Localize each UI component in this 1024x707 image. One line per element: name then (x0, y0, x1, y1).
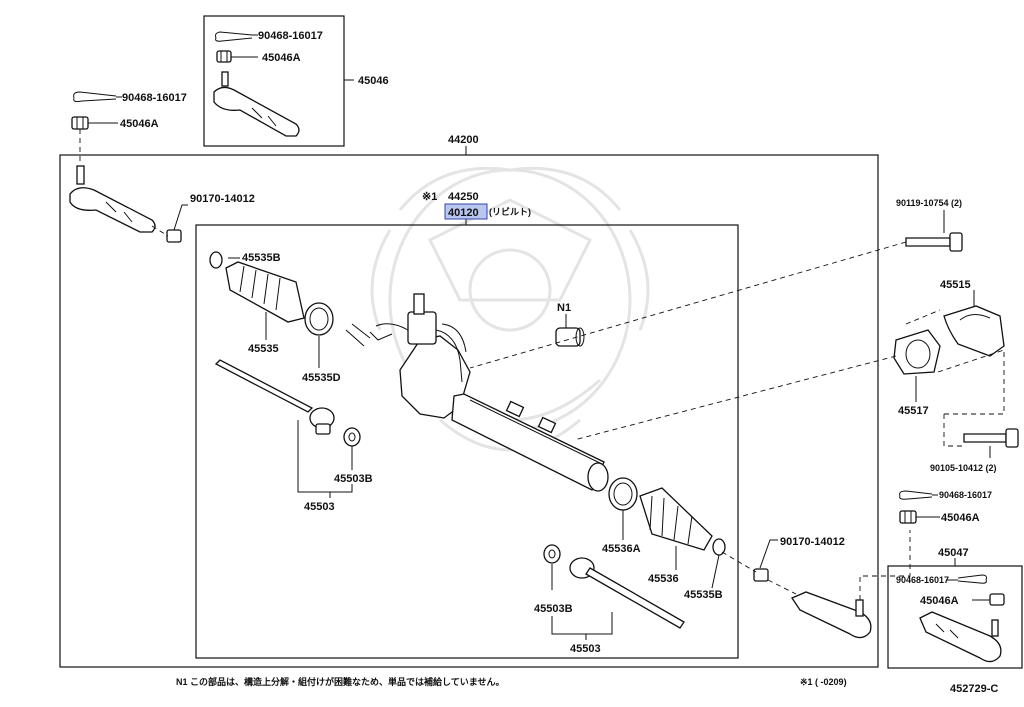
label-cotter-pin-left: 90468-16017 (122, 92, 187, 104)
label-clip-left: 45535D (302, 372, 341, 384)
label-cotter-pin-box: 90468-16017 (896, 575, 949, 585)
label-n1-mark: N1 (557, 302, 571, 314)
bracket-45515 (943, 305, 1005, 357)
label-sub-assembly-mark: ※1 (422, 191, 437, 203)
label-tie-rod-end-set-top: 45046 (358, 75, 389, 87)
label-nut-right: 45046A (941, 512, 980, 524)
tie-rod-end-top (213, 71, 300, 137)
bushing-45517 (893, 329, 941, 375)
assembly-outer-box (59, 154, 879, 668)
label-bushing: 45517 (898, 405, 929, 417)
label-rebuilt-part[interactable]: 40120 (448, 207, 479, 219)
washer-right (543, 544, 561, 564)
label-nut-left-lower: 90170-14012 (190, 193, 255, 205)
label-clamp-right: 45535B (684, 589, 723, 601)
top-tie-rod-end-box (203, 15, 345, 147)
lock-nut-left (166, 229, 182, 243)
cotter-pin-top (215, 31, 253, 42)
label-diagram-id: 452729-C (950, 683, 998, 695)
label-rack-end-right: 45503 (570, 643, 601, 655)
label-tie-rod-end-set-right: 45047 (938, 547, 969, 559)
tie-rod-end-right (791, 591, 872, 639)
label-boot-right: 45536 (648, 573, 679, 585)
label-boot-left: 45535 (248, 343, 279, 355)
rack-end-left (214, 359, 335, 435)
label-footnote: N1 この部品は、構造上分解・組付けが困難なため、単品では補給していません。 (176, 676, 504, 687)
label-nut-right-lower: 90170-14012 (780, 536, 845, 548)
steering-gear-housing (345, 293, 471, 419)
rack-end-right (569, 557, 685, 629)
castle-nut-right (899, 510, 917, 524)
castle-nut-left (71, 116, 89, 130)
rebuilt-part-highlight (444, 203, 488, 220)
label-washer-right: 45503B (534, 603, 573, 615)
label-bracket: 45515 (940, 279, 971, 291)
boot-right (639, 487, 713, 551)
cotter-pin-box (957, 574, 987, 584)
boot-left (225, 261, 305, 323)
label-assembly: 44200 (448, 134, 479, 146)
label-nut-left: 45046A (120, 118, 159, 130)
label-rack-end-left: 45503 (304, 501, 335, 513)
cotter-pin-left (73, 91, 117, 103)
n1-bushing (555, 327, 585, 347)
label-nut-top: 45046A (262, 52, 301, 64)
bolt-lower-right (963, 428, 1019, 448)
tie-rod-end-left (69, 165, 156, 233)
label-clamp-left: 45535B (242, 252, 281, 264)
label-washer-left: 45503B (334, 473, 373, 485)
castle-nut-box (989, 593, 1005, 606)
cotter-pin-right (899, 490, 933, 500)
clamp-left (209, 251, 223, 269)
bolt-top-right (905, 232, 963, 252)
tie-rod-end-box (919, 611, 1002, 663)
label-cotter-pin-right: 90468-16017 (939, 490, 992, 500)
label-sub-assembly: 44250 (448, 191, 479, 203)
label-bolt-top-right: 90119-10754 (2) (896, 198, 962, 208)
label-bolt-lower-right: 90105-10412 (2) (930, 463, 997, 473)
label-clip-right: 45536A (602, 543, 641, 555)
rack-sub-assembly-box (195, 224, 739, 659)
label-cotter-pin-top: 90468-16017 (258, 30, 323, 42)
washer-left (343, 427, 361, 447)
clip-right (608, 477, 638, 511)
castle-nut-top (216, 50, 232, 63)
lock-nut-right (753, 568, 769, 582)
label-nut-box: 45046A (920, 595, 959, 607)
label-footnote-mark: ※1 ( -0209) (800, 677, 847, 687)
clip-left (304, 302, 334, 336)
rack-housing-tube (451, 393, 609, 492)
label-rebuilt-note: (リビルト) (489, 206, 531, 217)
